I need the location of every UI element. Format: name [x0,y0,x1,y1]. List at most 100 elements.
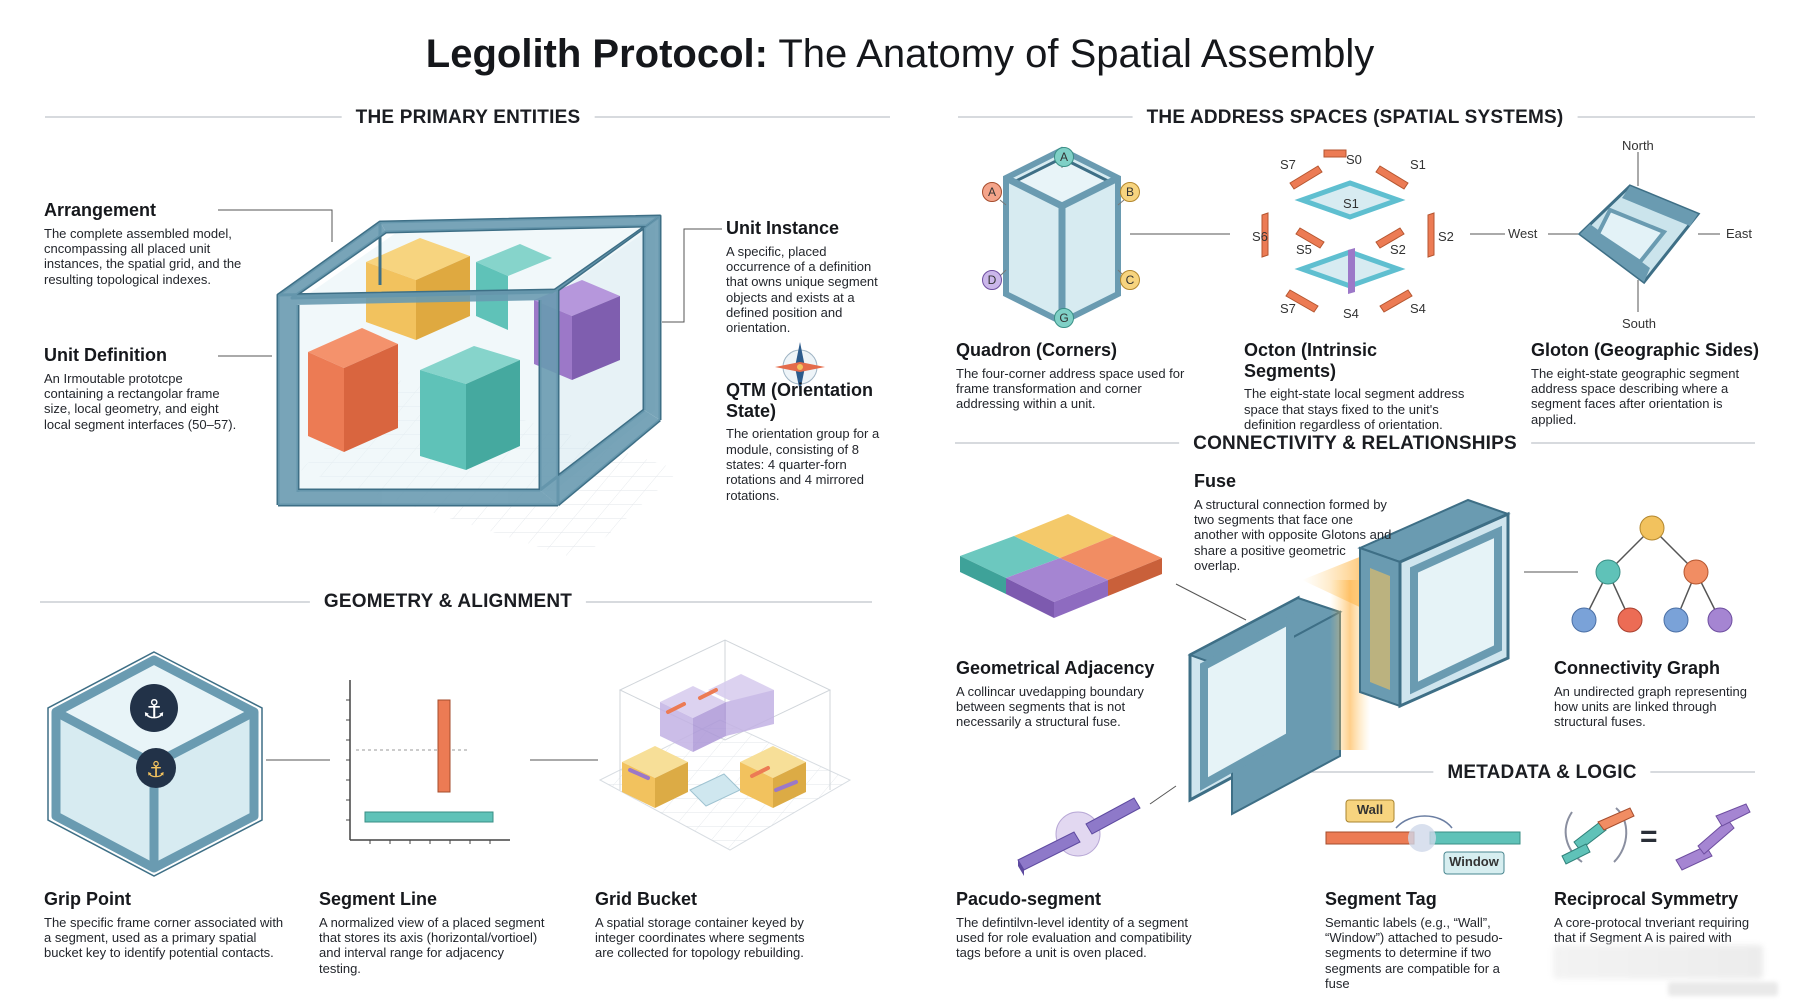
compass-rose-icon [775,342,825,392]
octon-segment-label: S4 [1410,301,1426,316]
tag-wall-label: Wall [1356,802,1384,817]
direction-east-label: East [1726,226,1753,241]
svg-text:⚓: ⚓ [142,695,165,725]
blurred-text-region [1553,945,1763,979]
gloton-text: The eight-state geographic segment addre… [1531,365,1740,427]
quadron-corner-label: A [982,182,1002,202]
unit-definition-title: Unit Definition [44,345,167,365]
section-heading-primary: THE PRIMARY ENTITIES [341,107,595,129]
watermark [1668,982,1778,996]
page-title: Legolith Protocol: The Anatomy of Spatia… [0,32,1800,77]
quadron-corner-label: B [1120,182,1140,202]
adjacency-text: A collincar uvedapping boundary between … [956,683,1144,730]
unit-instance-title: Unit Instance [726,218,840,238]
octon-block: Octon (Intrinsic Segments) The eight-sta… [1244,340,1474,432]
gloton-cube-illustration [1548,152,1720,312]
octon-segment-label: S2 [1390,242,1406,257]
arrangement-title: Arrangement [44,200,157,220]
segment-line-plot [346,680,510,844]
quadron-corner-label: C [1120,270,1140,290]
pseudo-segment-title: Pacudo-segment [956,889,1102,909]
connectivity-leader-lines [1149,571,1578,805]
octon-segment-label: S2 [1438,229,1454,244]
primary-leader-lines [218,209,722,357]
octon-segments-illustration [1261,149,1435,313]
direction-west-label: West [1508,226,1538,241]
segment-line-block: Segment Line A normalized view of a plac… [319,889,549,976]
unit-instance-text: A specific, placed occurrence of a defin… [726,243,878,336]
pseudo-segment-illustration [1017,797,1141,876]
connectivity-graph-illustration [1571,515,1733,633]
grip-point-block: Grip Point The specific frame corner ass… [44,889,284,961]
arrangement-frame-illustration [276,214,680,560]
octon-segment-label: S1 [1343,196,1359,211]
section-heading-address: THE ADDRESS SPACES (SPATIAL SYSTEMS) [1132,107,1578,129]
equals-sign: = [1640,820,1658,853]
grip-point-text: The specific frame corner associated wit… [44,914,284,961]
fuse-block: Fuse A structural connection formed by t… [1194,471,1394,573]
reciprocal-symmetry-title: Reciprocal Symmetry [1554,889,1739,909]
fuse-frames-illustration [1187,498,1511,816]
gloton-title: Gloton (Geographic Sides) [1531,340,1760,360]
octon-segment-label: S0 [1346,152,1362,167]
octon-segment-label: S7 [1280,301,1296,316]
tag-window-label: Window [1449,854,1499,869]
unit-definition-text: An Irmoutable prototcpe containing a rec… [44,370,237,432]
grid-bucket-block: Grid Bucket A spatial storage container … [595,889,825,961]
qtm-text: The orientation group for a module, cons… [726,426,880,503]
adjacency-tiles-illustration [960,514,1162,618]
direction-north-label: North [1622,138,1654,153]
grip-anchor-icon: ⚓ [136,748,176,788]
direction-south-label: South [1622,316,1656,331]
fuse-title: Fuse [1194,471,1237,491]
octon-segment-label: S1 [1410,157,1426,172]
title-rest: The Anatomy of Spatial Assembly [778,32,1375,76]
section-rules [40,116,1755,773]
grid-bucket-text: A spatial storage container keyed by int… [595,914,805,961]
octon-title: Octon (Intrinsic Segments) [1244,340,1378,381]
qtm-title: QTM (Orientation State) [726,380,873,421]
quadron-block: Quadron (Corners) The four-corner addres… [956,340,1186,412]
octon-segment-label: S4 [1343,306,1359,321]
segment-tag-block: Segment Tag Semantic labels (e.g., “Wall… [1325,889,1525,991]
section-heading-geometry: GEOMETRY & ALIGNMENT [309,591,587,613]
connectivity-graph-title: Connectivity Graph [1554,658,1721,678]
octon-segment-label: S6 [1252,229,1268,244]
pseudo-segment-text: The defintilvn-level identity of a segme… [956,914,1192,961]
qtm-block: QTM (Orientation State) The orientation … [726,380,886,503]
quadron-corner-label: A [1054,147,1074,167]
pseudo-segment-block: Pacudo-segment The defintilvn-level iden… [956,889,1196,961]
grip-point-title: Grip Point [44,889,131,909]
adjacency-block: Geometrical Adjacency A collincar uvedap… [956,658,1156,730]
quadron-cube-illustration [999,146,1125,326]
adjacency-title: Geometrical Adjacency [956,658,1155,678]
quadron-title: Quadron (Corners) [956,340,1118,360]
quadron-corner-label: D [982,270,1002,290]
segment-line-title: Segment Line [319,889,438,909]
section-heading-metadata: METADATA & LOGIC [1433,762,1651,784]
connectivity-graph-text: An undirected graph representing how uni… [1554,683,1747,730]
grid-bucket-title: Grid Bucket [595,889,698,909]
quadron-text: The four-corner address space used for f… [956,365,1185,412]
arrangement-text: The complete assembled model, cncompassi… [44,225,242,287]
reciprocal-symmetry-illustration [1561,803,1751,871]
unit-definition-block: Unit Definition An Irmoutable prototcpe … [44,345,244,432]
octon-segment-label: S5 [1296,242,1312,257]
segment-tag-text: Semantic labels (e.g., “Wall”, “Window”)… [1325,914,1503,991]
quadron-corner-label: G [1054,308,1074,328]
grid-bucket-illustration [598,639,852,851]
title-bold: Legolith Protocol: [425,32,768,76]
gloton-block: Gloton (Geographic Sides) The eight-stat… [1531,340,1771,427]
reciprocal-symmetry-block: Reciprocal Symmetry A core-protocal tnve… [1554,889,1759,945]
octon-text: The eight-state local segment address sp… [1244,386,1465,433]
unit-instance-block: Unit Instance A specific, placed occurre… [726,218,886,336]
section-heading-connectivity: CONNECTIVITY & RELATIONSHIPS [1179,433,1531,455]
svg-text:⚓: ⚓ [146,758,166,783]
arrangement-block: Arrangement The complete assembled model… [44,200,244,287]
segment-line-text: A normalized view of a placed segment th… [319,914,545,976]
fuse-text: A structural connection formed by two se… [1194,496,1392,573]
reciprocal-symmetry-text: A core-protocal tnveriant requiring that… [1554,914,1750,946]
octon-segment-label: S7 [1280,157,1296,172]
